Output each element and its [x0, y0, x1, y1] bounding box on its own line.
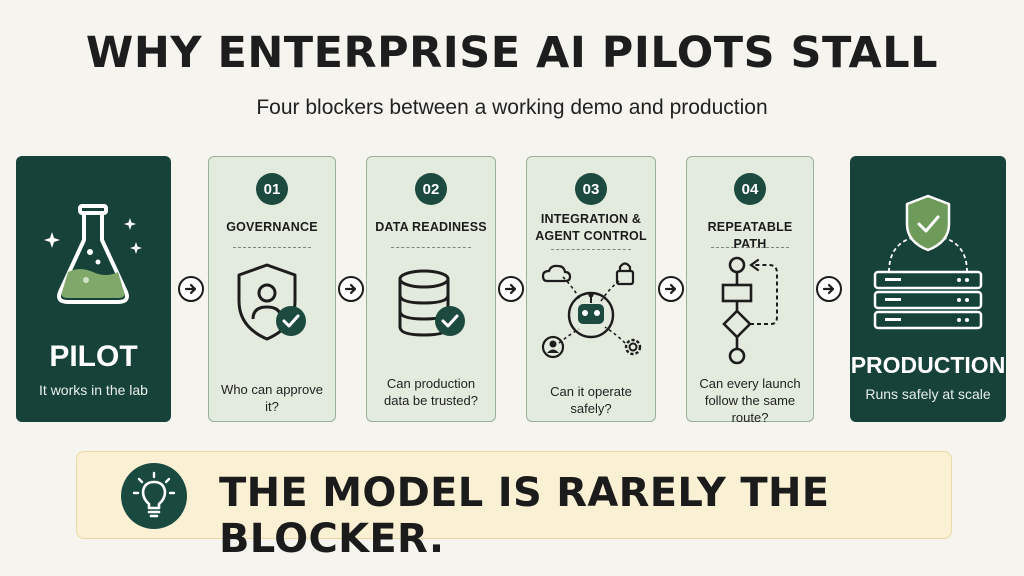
production-caption: Runs safely at scale — [865, 386, 991, 402]
arrow-right-icon — [338, 276, 364, 302]
divider — [711, 247, 789, 248]
lightbulb-icon — [121, 463, 187, 529]
blocker-question: Who can approve it? — [221, 382, 323, 414]
flowchart-icon — [721, 256, 778, 365]
pilot-card: PILOT It works in the lab — [16, 156, 171, 422]
blocker-question: Can it operate safely? — [550, 384, 632, 416]
blocker-label: GOVERNANCE — [226, 220, 318, 234]
production-card: PRODUCTION Runs safely at scale — [850, 156, 1006, 422]
database-check-icon — [398, 269, 465, 337]
arrow-right-icon — [816, 276, 842, 302]
divider — [233, 247, 311, 248]
blocker-card-data-readiness: 02 DATA READINESS Can production data be… — [366, 156, 496, 422]
banner-text: THE MODEL IS RARELY THE BLOCKER. — [219, 470, 830, 562]
arrow-right-icon — [498, 276, 524, 302]
arrow-right-icon — [658, 276, 684, 302]
blocker-card-integration: 03 INTEGRATION & AGENT CONTROL Can it op… — [526, 156, 656, 422]
pilot-caption: It works in the lab — [39, 382, 148, 398]
flask-icon — [44, 204, 142, 304]
blocker-card-repeatable-path: 04 REPEATABLE PATH Can every launch foll… — [686, 156, 814, 425]
page-subtitle: Four blockers between a working demo and… — [256, 96, 768, 119]
blocker-label: DATA READINESS — [375, 220, 487, 234]
step-number: 03 — [575, 173, 607, 205]
step-number: 02 — [415, 173, 447, 205]
robot-network-icon — [541, 262, 642, 359]
divider — [551, 249, 631, 250]
blocker-label: INTEGRATION & AGENT CONTROL — [535, 212, 647, 243]
key-message-banner: THE MODEL IS RARELY THE BLOCKER. — [76, 451, 952, 562]
step-number: 04 — [734, 173, 766, 205]
page-title: WHY ENTERPRISE AI PILOTS STALL — [85, 28, 939, 78]
blocker-card-governance: 01 GOVERNANCE Who can approve it? — [208, 156, 336, 422]
server-shield-icon — [873, 194, 983, 330]
shield-user-check-icon — [237, 263, 306, 341]
pilot-title: PILOT — [49, 340, 138, 373]
blocker-question: Can every launch follow the same route? — [699, 376, 801, 425]
step-number: 01 — [256, 173, 288, 205]
divider — [391, 247, 471, 248]
production-title: PRODUCTION — [850, 352, 1006, 378]
arrow-right-icon — [178, 276, 204, 302]
blocker-question: Can production data be trusted? — [384, 376, 478, 408]
